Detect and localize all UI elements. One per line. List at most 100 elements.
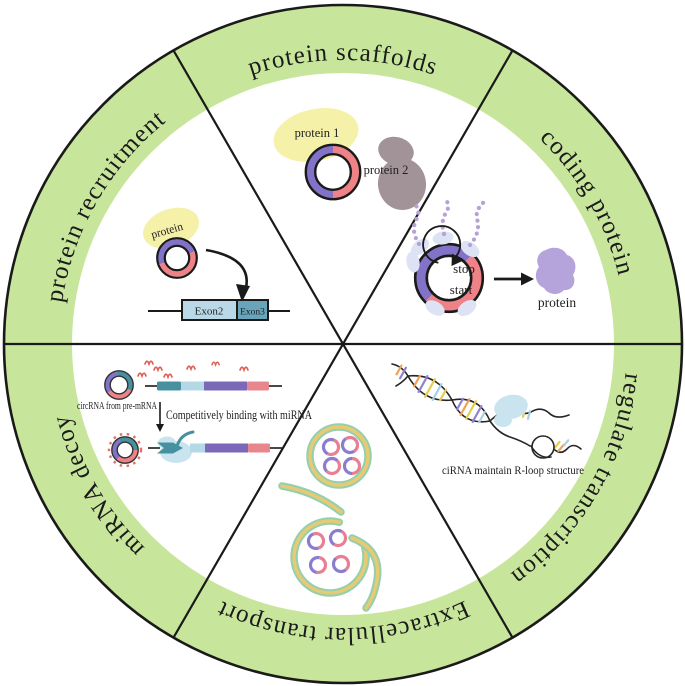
start-codon-label: start xyxy=(450,282,473,297)
circrna-cargo xyxy=(340,435,360,455)
protein1-label: protein 1 xyxy=(295,126,340,140)
dna-strand xyxy=(489,420,531,447)
free-mirnas xyxy=(137,360,249,380)
protein-product-label: protein xyxy=(538,295,576,310)
mrna-segment-lightblue xyxy=(181,381,204,391)
ring-purple-arc xyxy=(105,371,118,394)
base-pair-tick xyxy=(477,410,487,424)
base-pair-tick xyxy=(412,374,422,388)
dna-strand xyxy=(395,375,409,387)
mrna-segment-lightblue xyxy=(190,443,205,453)
base-pair-tick xyxy=(455,397,465,411)
protein-product-blob xyxy=(535,247,576,294)
circrna-source-label: circRNA from pre-mRNA xyxy=(77,401,158,412)
ribosome-blob xyxy=(457,299,477,317)
r-loop-circle xyxy=(531,435,555,459)
binding-arrowhead xyxy=(156,424,164,432)
sector-coding-protein: stop start protein xyxy=(406,195,576,317)
sector-extracellular-transport xyxy=(278,423,382,612)
ring-inner-outline xyxy=(116,441,134,459)
mirna-squiggle xyxy=(144,360,154,367)
recruited-protein-blob xyxy=(142,207,200,249)
base-pair-tick xyxy=(398,366,408,380)
mrna-segment-pink xyxy=(248,443,270,453)
sector-protein-scaffolds: protein 1 protein 2 xyxy=(273,108,427,210)
mirna-squiggle xyxy=(153,366,163,373)
mirna-squiggle xyxy=(137,372,147,379)
ring-outer-outline xyxy=(104,370,134,400)
ribosome-blob xyxy=(406,251,420,273)
ribosome-blob xyxy=(432,231,454,245)
base-pair-tick xyxy=(553,440,561,450)
translation-cycle-arrow xyxy=(422,225,462,264)
vesicle-circrnas xyxy=(306,435,362,575)
circrna-cargo xyxy=(328,528,348,548)
rna-polymerase-blob-small xyxy=(494,413,512,427)
sector-protein-recruitment: protein Exon2 Exon3 xyxy=(142,207,290,321)
protein2-blob-lower xyxy=(377,158,427,210)
ribosomes xyxy=(406,231,480,317)
circrna-ring-purple-half xyxy=(157,239,196,265)
to-protein-arrowhead xyxy=(521,272,534,286)
ring-teal-arc xyxy=(116,371,133,391)
mrna-segment-pink xyxy=(247,381,269,391)
bound-mirna-fringe xyxy=(107,432,143,468)
translation-cycle-arrowhead xyxy=(451,253,464,266)
exon3-label: Exon3 xyxy=(240,308,265,318)
sector-dividers xyxy=(4,49,682,639)
mirna-squiggle xyxy=(239,366,249,373)
base-pair-tick xyxy=(465,400,477,420)
free-vesicle-membrane-core xyxy=(308,425,370,487)
base-pair-tick xyxy=(395,364,403,376)
peptide-chain xyxy=(467,199,487,248)
circrna-cargo xyxy=(306,531,326,551)
circrna-ring-inner-outline xyxy=(425,254,473,302)
recruitment-arrowhead xyxy=(236,284,250,302)
ring-pink-arc xyxy=(107,388,132,399)
circrna-ring-pink-half xyxy=(158,251,197,277)
ring-teal-arc xyxy=(118,437,138,451)
circrna-ring-from-premrna xyxy=(104,370,134,400)
ring-pink-arc xyxy=(116,449,138,463)
protein2-blob-upper xyxy=(378,136,414,166)
base-pair-tick xyxy=(562,439,570,447)
mirna-squiggle xyxy=(163,373,173,380)
mirna-squiggle xyxy=(186,365,196,372)
recruitment-arrow xyxy=(205,248,248,289)
circrna-ring-pink-half xyxy=(332,145,360,199)
membrane-flap-core xyxy=(350,536,380,610)
budding-vesicle-membrane-core xyxy=(292,519,368,595)
mrna-segment-purple xyxy=(205,443,248,453)
sector-mirna-decoy: circRNA from pre-mRNA Competitively bind… xyxy=(77,360,313,468)
circrna-ring-outer-outline xyxy=(413,242,485,314)
rloop-caption: ciRNA maintain R-loop structure xyxy=(442,465,584,477)
divider-120deg xyxy=(172,49,514,639)
membrane-invagination-core xyxy=(280,484,343,514)
teal-hook xyxy=(175,430,195,448)
stop-codon-label: stop xyxy=(453,261,475,276)
exon3-box xyxy=(236,299,269,321)
ribosome-blob xyxy=(425,300,445,316)
mirna-squiggle xyxy=(211,361,220,367)
circrna-ring-inner-outline xyxy=(314,152,353,191)
circrna-ring-outer-outline xyxy=(304,143,362,201)
exon2-label: Exon2 xyxy=(195,306,224,318)
mrna-segment-purple xyxy=(204,381,247,391)
ring-outer-outline xyxy=(111,436,139,464)
mrna-segment-teal xyxy=(157,381,181,391)
base-pair-tick xyxy=(459,398,471,416)
base-pair-tick xyxy=(526,410,532,420)
circrna-cargo xyxy=(321,437,341,457)
circrna-cargo xyxy=(342,456,362,476)
sector-regulate-transcription: ciRNA maintain R-loop structure xyxy=(391,363,584,477)
ribosome-blob xyxy=(460,240,480,258)
binding-caption: Competitively binding with miRNA xyxy=(166,408,313,422)
protected-mrna xyxy=(148,430,282,463)
base-pair-tick xyxy=(424,378,436,398)
gene-diagram: Exon2 Exon3 xyxy=(148,299,290,321)
circrna-cargo xyxy=(331,554,351,574)
protein2-label: protein 2 xyxy=(364,163,409,177)
circrna-cargo xyxy=(308,555,328,575)
ring-purple-arc xyxy=(112,438,122,460)
